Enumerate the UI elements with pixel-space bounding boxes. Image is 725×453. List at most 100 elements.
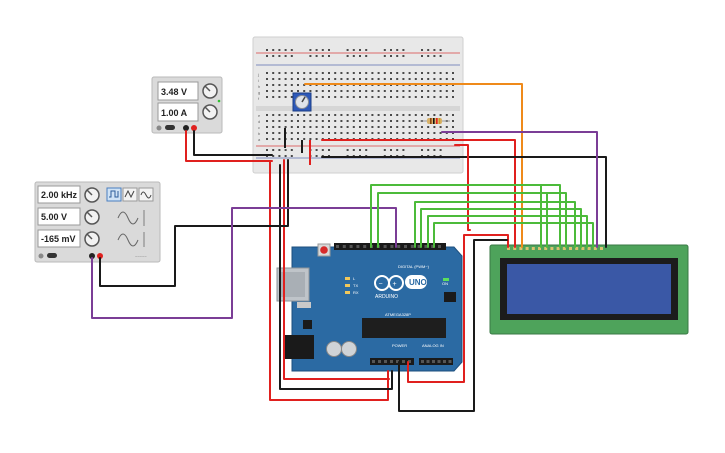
hole[interactable]: [396, 72, 399, 74]
hole[interactable]: [438, 245, 441, 248]
hole[interactable]: [377, 96, 380, 98]
hole[interactable]: [390, 114, 392, 116]
wire-black[interactable]: [193, 130, 273, 156]
hole[interactable]: [365, 132, 368, 134]
hole[interactable]: [421, 96, 423, 98]
hole[interactable]: [519, 247, 523, 250]
hole[interactable]: [525, 247, 529, 250]
hole[interactable]: [371, 90, 374, 92]
hole[interactable]: [371, 132, 374, 134]
hole[interactable]: [383, 114, 386, 116]
generator-negative-terminal[interactable]: [89, 253, 95, 259]
hole[interactable]: [352, 96, 355, 98]
hole[interactable]: [278, 84, 281, 86]
hole[interactable]: [284, 114, 287, 116]
wire-black[interactable]: [398, 239, 508, 412]
hole[interactable]: [377, 114, 380, 116]
hole[interactable]: [408, 90, 411, 92]
hole[interactable]: [421, 126, 423, 128]
hole[interactable]: [396, 96, 399, 98]
hole[interactable]: [272, 78, 275, 80]
hole[interactable]: [433, 55, 436, 57]
hole[interactable]: [359, 149, 361, 151]
hole[interactable]: [431, 245, 435, 248]
hole[interactable]: [290, 114, 293, 116]
hole[interactable]: [266, 84, 268, 86]
positive-terminal[interactable]: [191, 125, 197, 131]
hole[interactable]: [402, 49, 405, 51]
hole[interactable]: [309, 132, 312, 134]
hole[interactable]: [417, 245, 421, 248]
hole[interactable]: [297, 120, 299, 122]
hole[interactable]: [346, 120, 349, 122]
generator-power-switch[interactable]: [47, 253, 57, 258]
hole[interactable]: [432, 360, 435, 363]
hole[interactable]: [377, 90, 380, 92]
hole[interactable]: [346, 149, 349, 151]
hole[interactable]: [439, 132, 442, 134]
hole[interactable]: [408, 96, 411, 98]
wire-green[interactable]: [414, 201, 576, 248]
hole[interactable]: [303, 138, 306, 140]
hole[interactable]: [266, 120, 268, 122]
hole[interactable]: [284, 155, 287, 157]
hole[interactable]: [352, 149, 355, 151]
hole[interactable]: [427, 114, 430, 116]
hole[interactable]: [321, 55, 324, 57]
hole[interactable]: [315, 72, 318, 74]
breadboard[interactable]: j i h g f e d c b a: [252, 36, 464, 174]
hole[interactable]: [390, 245, 394, 248]
hole[interactable]: [328, 55, 330, 57]
hole[interactable]: [562, 247, 566, 250]
hole[interactable]: [321, 132, 324, 134]
hole[interactable]: [402, 78, 405, 80]
hole[interactable]: [303, 72, 306, 74]
wire-red[interactable]: [185, 130, 273, 162]
hole[interactable]: [266, 126, 268, 128]
hole[interactable]: [284, 55, 287, 57]
hole[interactable]: [421, 132, 423, 134]
hole[interactable]: [278, 72, 281, 74]
hole[interactable]: [550, 247, 554, 250]
hole[interactable]: [309, 72, 312, 74]
hole[interactable]: [297, 84, 299, 86]
hole[interactable]: [334, 78, 337, 80]
hole[interactable]: [365, 78, 368, 80]
hole[interactable]: [371, 72, 374, 74]
hole[interactable]: [359, 114, 361, 116]
hole[interactable]: [452, 114, 454, 116]
hole[interactable]: [408, 120, 411, 122]
hole[interactable]: [414, 72, 417, 74]
wire-purple[interactable]: [91, 207, 397, 319]
hole[interactable]: [414, 126, 417, 128]
hole[interactable]: [439, 90, 442, 92]
triangle-wave-icon[interactable]: [122, 187, 138, 202]
hole[interactable]: [352, 72, 355, 74]
hole[interactable]: [383, 90, 386, 92]
hole[interactable]: [342, 245, 346, 248]
hole[interactable]: [397, 245, 401, 248]
hole[interactable]: [452, 96, 454, 98]
hole[interactable]: [321, 114, 324, 116]
hole[interactable]: [321, 72, 324, 74]
hole[interactable]: [377, 78, 380, 80]
hole[interactable]: [334, 90, 337, 92]
wires[interactable]: [91, 83, 607, 412]
hole[interactable]: [390, 96, 392, 98]
hole[interactable]: [278, 138, 281, 140]
hole[interactable]: [587, 247, 591, 250]
hole[interactable]: [346, 132, 349, 134]
hole[interactable]: [266, 90, 268, 92]
hole[interactable]: [321, 149, 324, 151]
hole[interactable]: [303, 90, 306, 92]
hole[interactable]: [352, 114, 355, 116]
hole[interactable]: [309, 90, 312, 92]
square-wave-icon[interactable]: [106, 187, 122, 202]
hole[interactable]: [402, 96, 405, 98]
hole[interactable]: [315, 90, 318, 92]
wire-red[interactable]: [407, 234, 509, 383]
hole[interactable]: [284, 78, 287, 80]
hole[interactable]: [272, 90, 275, 92]
hole[interactable]: [421, 149, 423, 151]
hole[interactable]: [284, 149, 287, 151]
